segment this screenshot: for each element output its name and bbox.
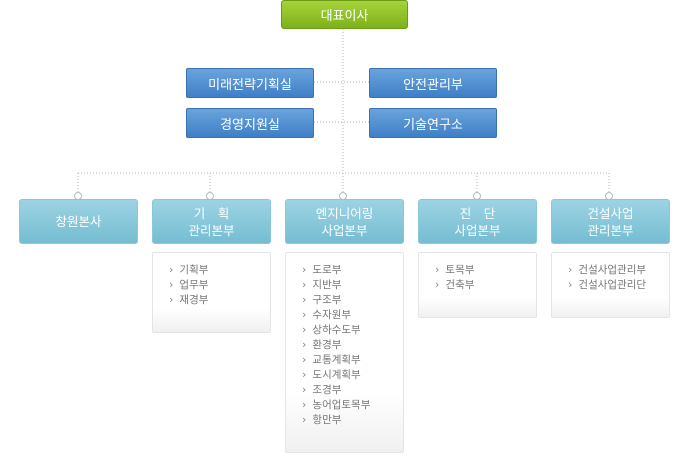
department-item[interactable]: 건설사업관리단 — [568, 277, 669, 292]
research-institute-box[interactable]: 기술연구소 — [369, 108, 497, 138]
department-item[interactable]: 조경부 — [302, 382, 403, 397]
department-item[interactable]: 건설사업관리부 — [568, 262, 669, 277]
department-item[interactable]: 교통계획부 — [302, 352, 403, 367]
department-item[interactable]: 건축부 — [435, 277, 536, 292]
department-item[interactable]: 상하수도부 — [302, 322, 403, 337]
division-label-line1: 엔지니어링 — [315, 205, 374, 221]
management-office-label: 경영지원실 — [220, 117, 280, 133]
department-item[interactable]: 구조부 — [302, 292, 403, 307]
division-diagnosis[interactable]: 진 단 사업본부 — [418, 199, 537, 244]
department-item[interactable]: 농어업토목부 — [302, 397, 403, 412]
department-item[interactable]: 재경부 — [169, 292, 270, 307]
department-item[interactable]: 수자원부 — [302, 307, 403, 322]
department-item[interactable]: 도시계획부 — [302, 367, 403, 382]
department-item[interactable]: 업무부 — [169, 277, 270, 292]
strategy-office-label: 미래전략기획실 — [208, 77, 292, 93]
division-label-line1: 건설사업 — [587, 205, 634, 221]
ceo-box[interactable]: 대표이사 — [281, 0, 408, 29]
department-list-construction: 건설사업관리부 건설사업관리단 — [551, 252, 670, 318]
strategy-office-box[interactable]: 미래전략기획실 — [186, 68, 314, 98]
division-construction-management[interactable]: 건설사업 관리본부 — [551, 199, 670, 244]
department-item[interactable]: 지반부 — [302, 277, 403, 292]
department-item[interactable]: 항만부 — [302, 412, 403, 427]
ceo-label: 대표이사 — [320, 9, 369, 24]
division-engineering[interactable]: 엔지니어링 사업본부 — [285, 199, 404, 244]
division-label-line2: 관리본부 — [188, 222, 235, 238]
department-list-planning: 기획부 업무부 재경부 — [152, 252, 271, 333]
research-institute-label: 기술연구소 — [403, 117, 463, 133]
department-item[interactable]: 도로부 — [302, 262, 403, 277]
management-office-box[interactable]: 경영지원실 — [186, 108, 314, 138]
division-label-line2: 관리본부 — [587, 222, 634, 238]
safety-dept-box[interactable]: 안전관리부 — [369, 68, 497, 98]
division-label-line1: 기 획 — [193, 205, 230, 221]
safety-dept-label: 안전관리부 — [403, 77, 463, 93]
department-item[interactable]: 기획부 — [169, 262, 270, 277]
division-planning-management[interactable]: 기 획 관리본부 — [152, 199, 271, 244]
department-item[interactable]: 토목부 — [435, 262, 536, 277]
division-label-line2: 사업본부 — [321, 222, 368, 238]
department-list-engineering: 도로부 지반부 구조부 수자원부 상하수도부 환경부 교통계획부 도시계획부 조… — [285, 252, 404, 453]
division-label-line1: 창원본사 — [55, 214, 102, 229]
division-label-line1: 진 단 — [459, 205, 496, 221]
division-label-line2: 사업본부 — [454, 222, 501, 238]
department-list-diagnosis: 토목부 건축부 — [418, 252, 537, 318]
department-item[interactable]: 환경부 — [302, 337, 403, 352]
division-changwon-hq[interactable]: 창원본사 — [19, 199, 138, 244]
